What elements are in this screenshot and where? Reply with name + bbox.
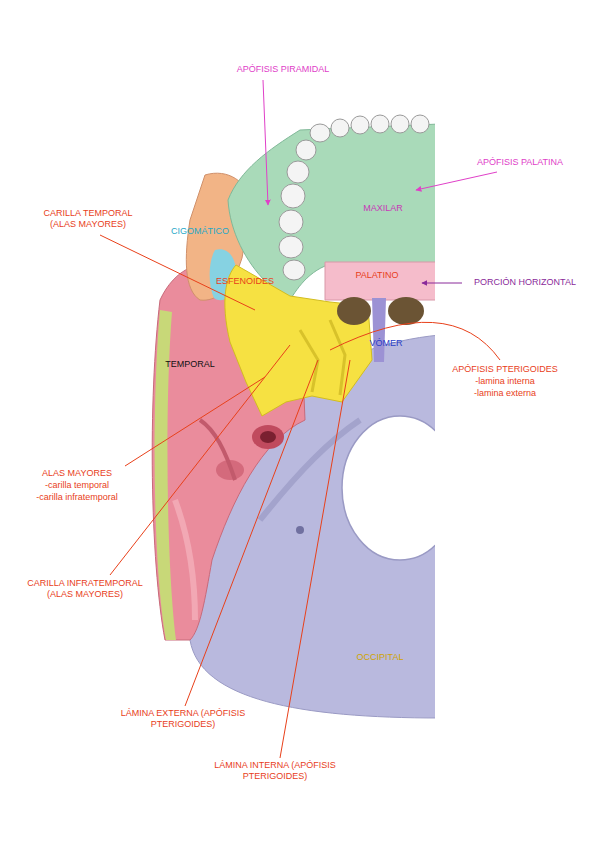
part-label: MAXILAR — [363, 203, 403, 214]
part-label: -lamina interna — [475, 376, 535, 387]
leader-lines — [100, 80, 500, 758]
part-label: VÓMER — [369, 338, 402, 349]
part-label: PALATINO — [355, 270, 398, 281]
part-label: TEMPORAL — [165, 359, 215, 370]
part-label: APÓFISIS PIRAMIDAL — [237, 64, 330, 75]
part-label: ESFENOIDES — [216, 276, 274, 287]
part-label: CIGOMÁTICO — [171, 226, 229, 237]
part-label: OCCIPITAL — [357, 652, 404, 663]
part-label: PORCIÓN HORIZONTAL — [474, 277, 576, 288]
part-label: ALAS MAYORES — [42, 468, 112, 479]
part-label: CARILLA INFRATEMPORAL (ALAS MAYORES) — [15, 578, 155, 600]
part-label: LÁMINA INTERNA (APÓFISIS PTERIGOIDES) — [201, 760, 349, 782]
part-label: APÓFISIS PALATINA — [477, 157, 563, 168]
part-label: LÁMINA EXTERNA (APÓFISIS PTERIGOIDES) — [109, 708, 257, 730]
part-label: -lamina externa — [474, 388, 536, 399]
part-label: -carilla infratemporal — [36, 492, 118, 503]
skull-half — [152, 115, 435, 718]
part-label: -carilla temporal — [45, 480, 109, 491]
part-label: APÓFISIS PTERIGOIDES — [452, 364, 558, 375]
part-label: CARILLA TEMPORAL (ALAS MAYORES) — [31, 208, 146, 230]
